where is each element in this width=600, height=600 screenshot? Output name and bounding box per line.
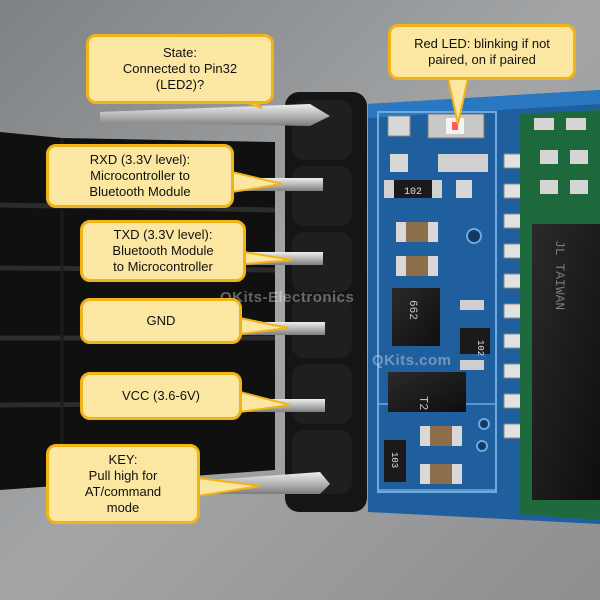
red-led-icon [452, 122, 458, 130]
callout-red-led: Red LED: blinking if not paired, on if p… [388, 24, 576, 80]
callout-rxd: RXD (3.3V level): Microcontroller to Blu… [46, 144, 234, 208]
regulator-chip [388, 372, 466, 412]
pin-rxd [243, 178, 323, 191]
callout-red-led-text: Red LED: blinking if not paired, on if p… [414, 36, 550, 67]
callout-vcc-text: VCC (3.6-6V) [121, 388, 201, 403]
callout-state: State: Connected to Pin32 (LED2)? [86, 34, 274, 104]
callout-rxd-text: RXD (3.3V level): Microcontroller to Blu… [89, 152, 191, 199]
callout-txd: TXD (3.3V level): Bluetooth Module to Mi… [80, 220, 246, 282]
callout-key-text: KEY: Pull high for AT/command mode [84, 452, 162, 515]
transistor-chip [392, 288, 440, 346]
regulator-label: T2 [416, 396, 430, 410]
module-chip [532, 224, 600, 500]
pin-txd [245, 252, 323, 265]
callout-gnd: GND [80, 298, 242, 344]
pin-gnd [235, 322, 325, 335]
transistor-label: 662 [406, 300, 418, 320]
resistor-right-label: 102 [475, 340, 485, 356]
smd-components: 102 662 102 T2 103 [384, 180, 490, 484]
resistor-top-label: 102 [404, 187, 422, 198]
bluetooth-module: JL TAIWAN [520, 110, 600, 520]
callout-key: KEY: Pull high for AT/command mode [46, 444, 200, 524]
callout-gnd-text: GND [146, 313, 176, 328]
callout-state-text: State: Connected to Pin32 (LED2)? [122, 45, 238, 92]
pin-vcc [240, 399, 325, 412]
led-area [387, 113, 488, 172]
resistor-bottom-label: 103 [389, 452, 399, 468]
callout-vcc: VCC (3.6-6V) [80, 372, 242, 420]
callout-txd-text: TXD (3.3V level): Bluetooth Module to Mi… [112, 227, 214, 274]
module-chip-label: JL TAIWAN [552, 240, 567, 310]
pin-header [285, 92, 367, 512]
pin-state [100, 104, 330, 126]
